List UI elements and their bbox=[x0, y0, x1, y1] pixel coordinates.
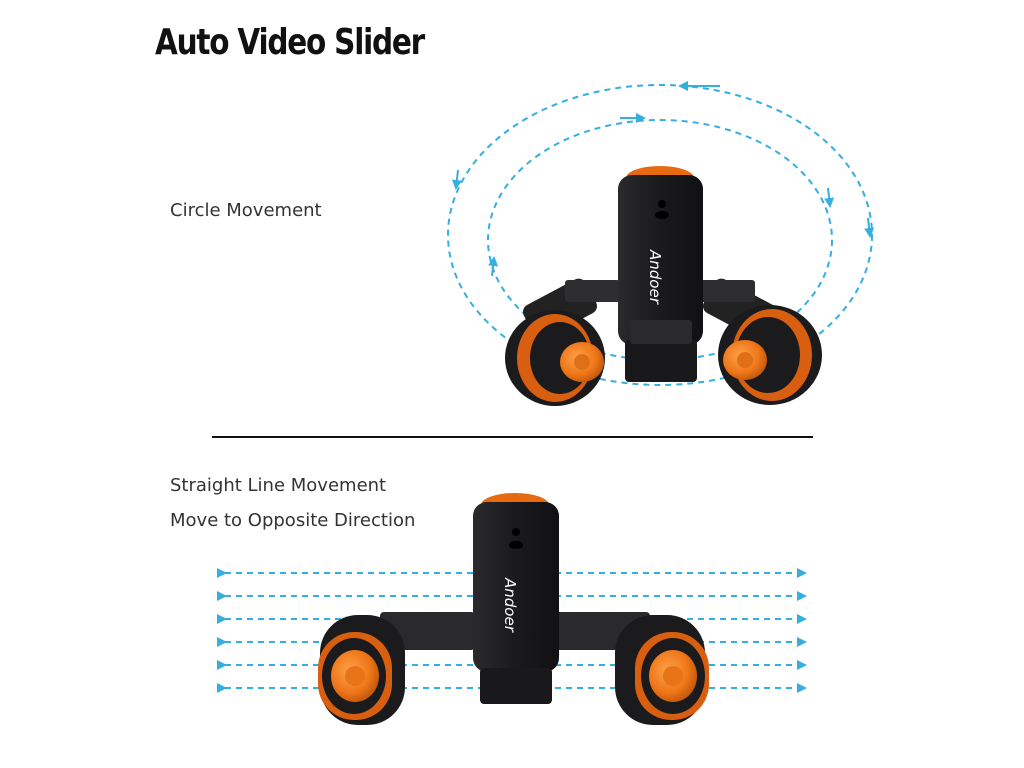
dolly-circle-illustration: Andoer bbox=[505, 166, 822, 406]
right-wheel bbox=[702, 278, 822, 405]
page-title: Auto Video Slider bbox=[155, 22, 425, 63]
dolly-straight-illustration: Andoer bbox=[318, 493, 709, 725]
right-wheel bbox=[555, 612, 709, 725]
section-divider bbox=[212, 436, 813, 438]
straight-movement-caption: Straight Line Movement bbox=[170, 475, 387, 496]
circle-movement-arrows bbox=[447, 81, 875, 386]
outer-left-arrow bbox=[451, 169, 462, 190]
opposite-direction-caption: Move to Opposite Direction bbox=[170, 510, 416, 531]
left-wheel bbox=[318, 612, 475, 725]
dolly-body bbox=[473, 502, 559, 672]
inner-left-arrow bbox=[488, 256, 499, 277]
brand-label: Andoer bbox=[501, 577, 519, 633]
inner-right-arrow bbox=[824, 187, 835, 208]
outer-right-arrow bbox=[864, 217, 875, 238]
circle-movement-caption: Circle Movement bbox=[170, 200, 322, 221]
brand-label: Andoer bbox=[646, 249, 664, 305]
dolly-body bbox=[618, 175, 703, 345]
